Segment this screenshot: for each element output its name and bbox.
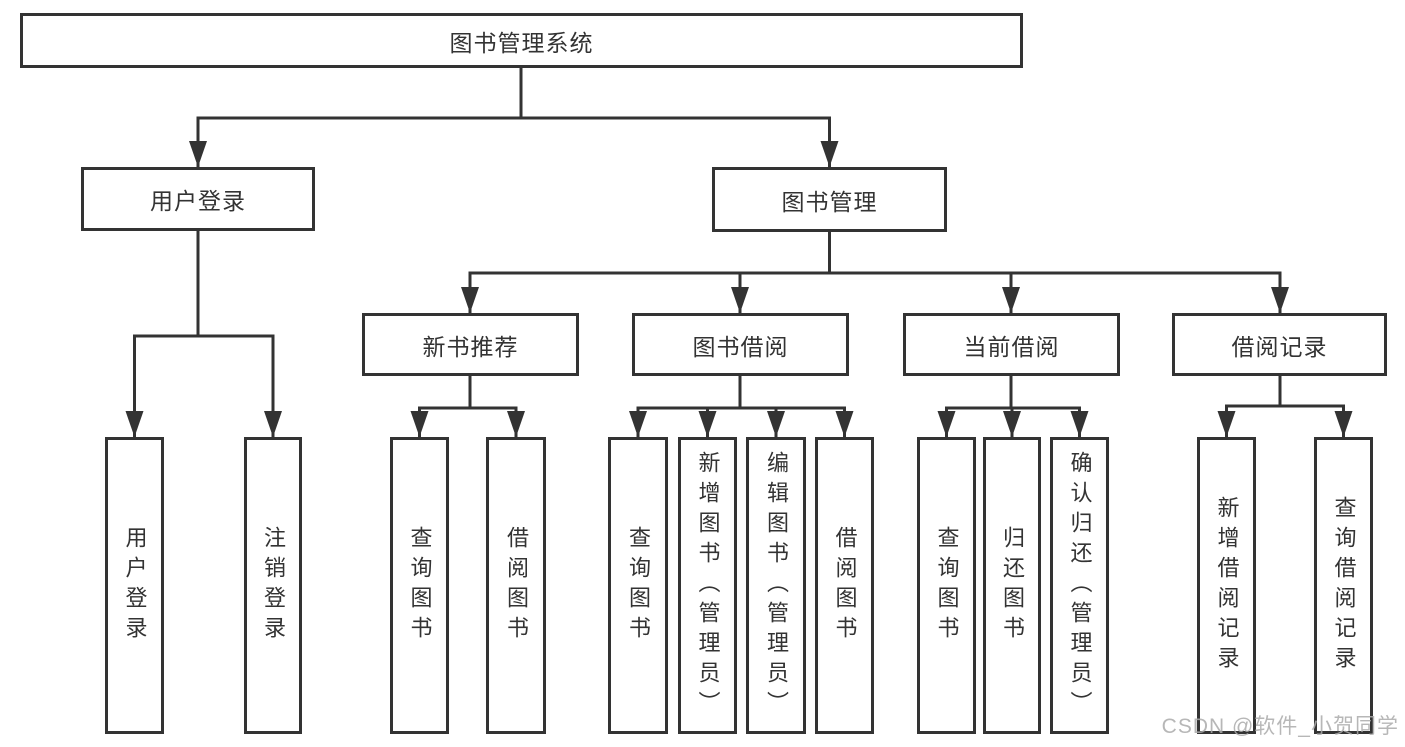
node-leaf-query-books-3: 查询图书	[917, 437, 976, 734]
leaf-label: 编辑图书（管理员）	[764, 450, 789, 721]
node-leaf-query-borrow-record: 查询借阅记录	[1314, 437, 1373, 734]
arrowheads	[125, 141, 1353, 437]
edge-userlogin-branch	[133, 334, 275, 438]
node-current-borrow: 当前借阅	[903, 313, 1120, 376]
node-new-book-recommend: 新书推荐	[362, 313, 579, 376]
node-user-login-group: 用户登录	[81, 167, 315, 231]
leaf-label: 借阅图书	[832, 525, 858, 646]
node-leaf-confirm-return-admin: 确认归还（管理员）	[1050, 437, 1109, 734]
leaf-label: 新增图书（管理员）	[695, 450, 721, 721]
leaf-label: 借阅图书	[504, 525, 529, 646]
node-leaf-borrow-books-2: 借阅图书	[815, 437, 874, 734]
leaf-label: 查询图书	[934, 525, 960, 646]
node-leaf-edit-books-admin: 编辑图书（管理员）	[746, 437, 806, 734]
node-leaf-query-books-1: 查询图书	[390, 437, 449, 734]
node-root: 图书管理系统	[20, 13, 1023, 68]
leaf-label: 注销登录	[261, 525, 286, 646]
node-book-borrow: 图书借阅	[632, 313, 849, 376]
node-leaf-borrow-books-1: 借阅图书	[486, 437, 546, 734]
node-leaf-logout: 注销登录	[244, 437, 302, 734]
node-book-management-group: 图书管理	[712, 167, 947, 232]
node-leaf-return-books: 归还图书	[983, 437, 1041, 734]
node-leaf-user-login: 用户登录	[105, 437, 164, 734]
leaf-label: 确认归还（管理员）	[1067, 450, 1093, 721]
edge-bookmgmt-branch	[468, 271, 1282, 314]
edge-root-branch	[196, 116, 831, 168]
leaf-label: 归还图书	[1000, 525, 1025, 646]
node-leaf-add-books-admin: 新增图书（管理员）	[678, 437, 737, 734]
node-leaf-query-books-2: 查询图书	[608, 437, 668, 734]
leaf-label: 查询借阅记录	[1331, 495, 1357, 676]
node-leaf-add-borrow-record: 新增借阅记录	[1197, 437, 1256, 734]
leaf-label: 用户登录	[122, 525, 148, 646]
leaf-label: 查询图书	[626, 525, 651, 646]
leaf-label: 新增借阅记录	[1214, 495, 1240, 676]
leaf-label: 查询图书	[407, 525, 433, 646]
node-borrow-records: 借阅记录	[1172, 313, 1387, 376]
csdn-watermark: CSDN @软件_小贺同学	[1161, 715, 1399, 738]
